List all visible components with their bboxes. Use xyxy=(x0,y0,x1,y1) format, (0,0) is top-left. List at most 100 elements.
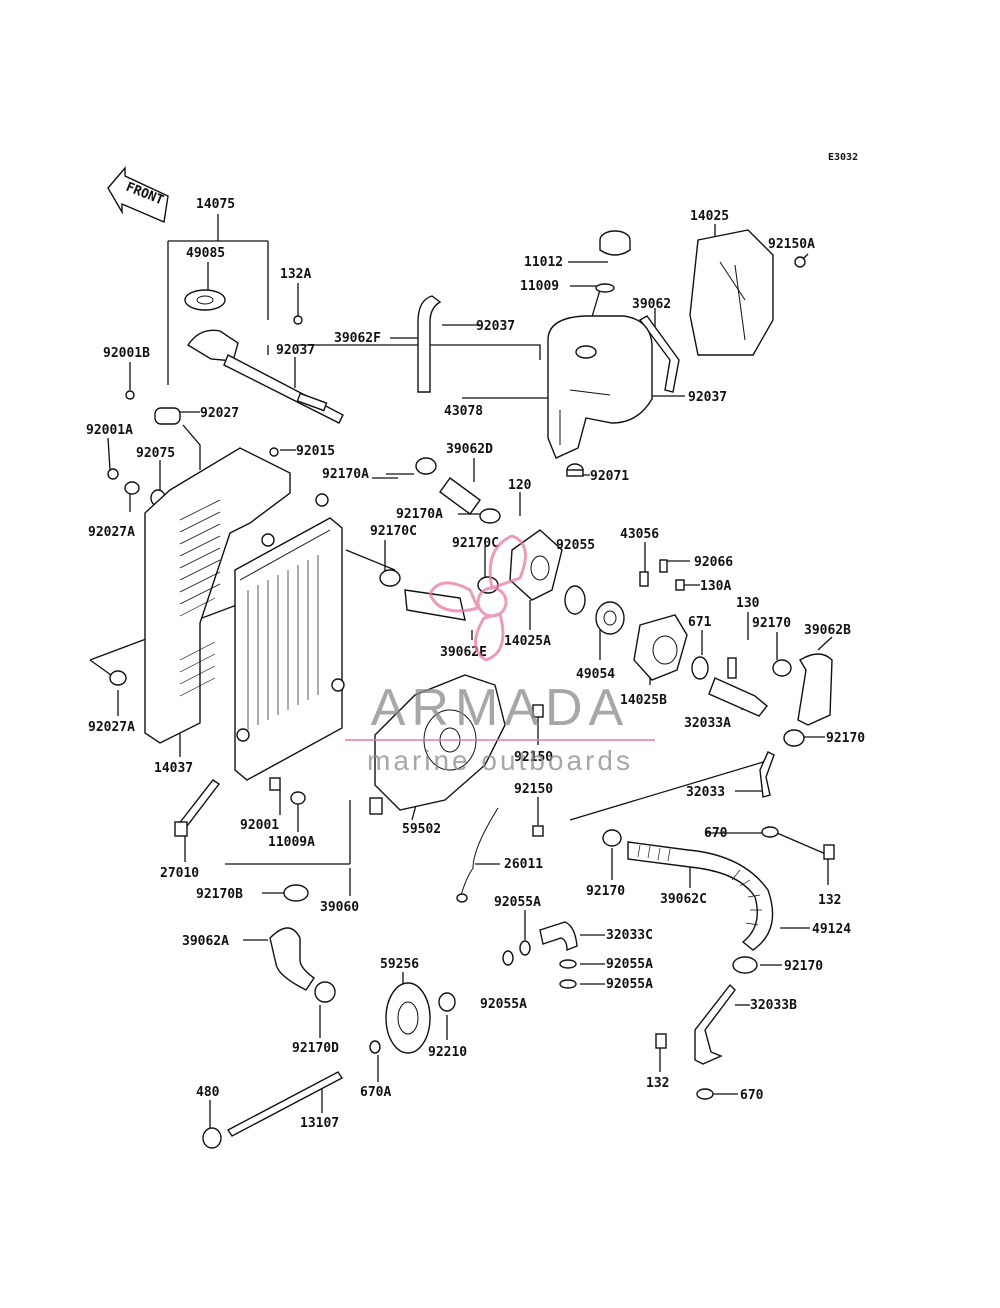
part-label: 49085 xyxy=(186,246,225,261)
part-label: 59502 xyxy=(402,822,441,837)
part-number-labels: E3032 14075 49085 132A 92001B 92037 3906… xyxy=(86,152,865,1131)
watermark-tagline: marine outboards xyxy=(367,745,633,776)
bolts-92150 xyxy=(532,704,544,837)
part-label: 14075 xyxy=(196,197,235,212)
front-direction-arrow: FRONT xyxy=(107,166,169,223)
part-label: 14037 xyxy=(154,761,193,776)
part-label: 26011 xyxy=(504,857,543,872)
clamp-92170D xyxy=(314,981,336,1003)
part-label: 92027A xyxy=(88,525,135,540)
part-label: 92001B xyxy=(103,346,150,361)
part-label: 13107 xyxy=(300,1116,339,1131)
pipe-32033 xyxy=(759,751,775,798)
part-label: 27010 xyxy=(160,866,199,881)
part-label: 92170D xyxy=(292,1041,339,1056)
clamp-92170A xyxy=(415,457,501,524)
part-label: 92150A xyxy=(768,237,815,252)
hose-39062D xyxy=(439,477,481,515)
part-label: 671 xyxy=(688,615,712,630)
breather-hose-39062F xyxy=(417,295,442,393)
bolt-92066 xyxy=(659,559,668,573)
filler-neck-14075 xyxy=(187,329,344,424)
part-label: 43078 xyxy=(444,404,483,419)
part-label: 32033 xyxy=(686,785,725,800)
seal-92210 xyxy=(438,992,456,1012)
washer-11009A xyxy=(290,791,306,805)
part-label: 92055A xyxy=(606,957,653,972)
part-label: 11009 xyxy=(520,279,559,294)
part-label: 39062F xyxy=(334,331,381,346)
part-label: 92170B xyxy=(196,887,243,902)
part-label: 480 xyxy=(196,1085,220,1100)
part-label: 14025 xyxy=(690,209,729,224)
part-label: 92055 xyxy=(556,538,595,553)
clamp-92170-lower xyxy=(602,829,758,974)
o-ring-671 xyxy=(691,656,709,680)
o-rings-92055A xyxy=(502,940,577,989)
bolt-130A xyxy=(675,579,685,591)
part-label: 92001A xyxy=(86,423,133,438)
part-label: 92037 xyxy=(688,390,727,405)
part-label: 92170A xyxy=(322,467,369,482)
part-label: 39062C xyxy=(660,892,707,907)
circlip-480 xyxy=(202,1127,222,1149)
part-label: 120 xyxy=(508,478,532,493)
part-label: 130 xyxy=(736,596,760,611)
part-label: 92170 xyxy=(784,959,823,974)
part-label: 92027 xyxy=(200,406,239,421)
part-label: 43056 xyxy=(620,527,659,542)
part-label: 11009A xyxy=(268,835,315,850)
part-label: 92170 xyxy=(826,731,865,746)
part-label: 39062A xyxy=(182,934,229,949)
fitting-32033C xyxy=(539,921,578,952)
overflow-hose-39062 xyxy=(638,315,680,393)
part-label: 130A xyxy=(700,579,731,594)
part-label: 39062D xyxy=(446,442,493,457)
impeller-59256 xyxy=(385,982,431,1054)
part-label: 92027A xyxy=(88,720,135,735)
hose-39062B xyxy=(797,653,833,726)
part-label: 92037 xyxy=(476,319,515,334)
part-label: 92037 xyxy=(276,343,315,358)
fitting-43056 xyxy=(639,571,649,587)
hose-39062A xyxy=(269,927,315,991)
radiator-shroud-14037 xyxy=(144,447,291,744)
part-label: 11012 xyxy=(524,255,563,270)
part-label: 49054 xyxy=(576,667,615,682)
clamp-92170-right xyxy=(772,659,805,747)
part-label: 92055A xyxy=(494,895,541,910)
part-label: 670 xyxy=(740,1088,764,1103)
o-ring-670 xyxy=(696,826,779,1100)
hose-39062E xyxy=(404,589,466,621)
bolt-92001 xyxy=(269,777,281,791)
watermark-brand: ARMADA xyxy=(371,679,629,737)
pipe-32033B xyxy=(694,983,736,1065)
temp-sender-26011 xyxy=(456,807,499,903)
bolt-132 xyxy=(655,844,835,1049)
armada-watermark: ARMADA marine outboards xyxy=(345,534,655,776)
part-label: 92150 xyxy=(514,782,553,797)
part-label: 92055A xyxy=(606,977,653,992)
drain-fitting-27010 xyxy=(174,779,221,837)
part-label: 132 xyxy=(818,893,841,908)
clamp-92170B xyxy=(283,884,309,902)
grommet-92071 xyxy=(566,463,584,477)
hose-39062C xyxy=(627,841,774,951)
part-label: 92210 xyxy=(428,1045,467,1060)
part-label: 39062B xyxy=(804,623,851,638)
part-label: 49124 xyxy=(812,922,851,937)
part-label: 32033B xyxy=(750,998,797,1013)
part-label: 92170 xyxy=(752,616,791,631)
diagram-code: E3032 xyxy=(828,152,858,163)
part-label: 92001 xyxy=(240,818,279,833)
o-ring-670A xyxy=(369,1040,381,1054)
part-label: 92071 xyxy=(590,469,629,484)
o-ring-92055 xyxy=(564,585,586,615)
cover-14025 xyxy=(689,229,806,356)
part-label: 92170C xyxy=(452,536,499,551)
thermostat-49054 xyxy=(595,601,625,635)
radiator-cap-49085 xyxy=(184,289,226,311)
gasket-11009 xyxy=(595,283,615,293)
